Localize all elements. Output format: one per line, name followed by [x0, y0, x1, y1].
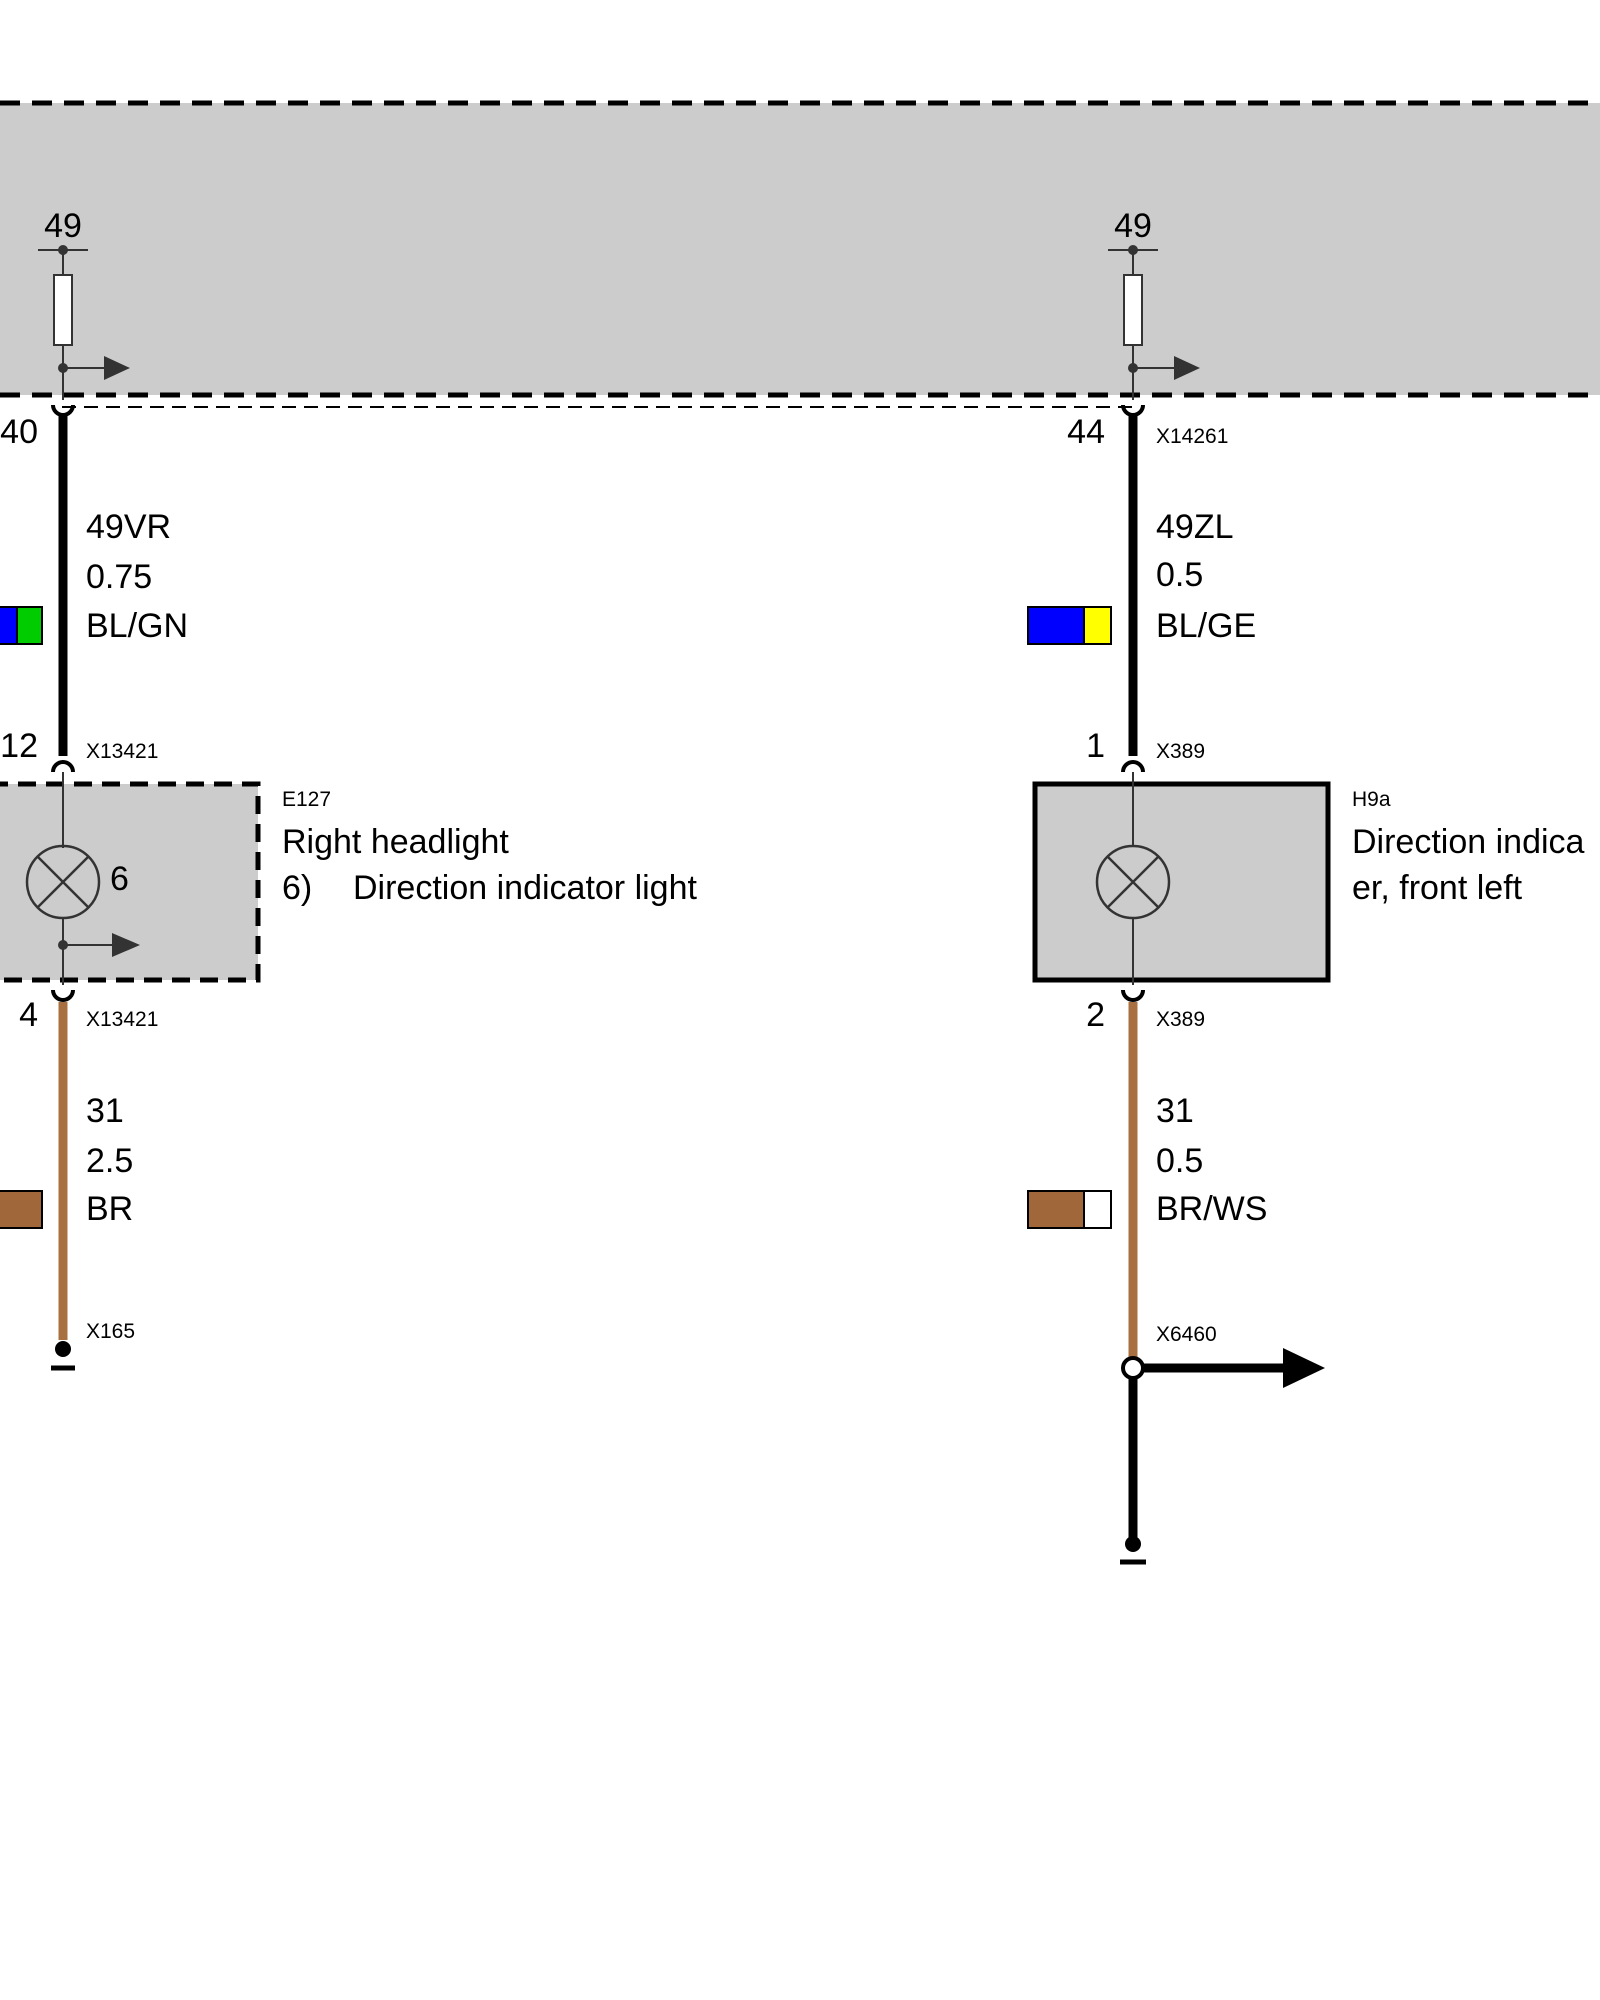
h9a-component-title-line1: Direction indica — [1352, 823, 1585, 861]
right-upper-wire-gauge: 0.5 — [1156, 556, 1203, 594]
left-ground-symbol — [51, 1341, 75, 1371]
right-upper-wire-color-swatch — [1027, 606, 1112, 645]
left-lamp-output-arrow — [112, 933, 140, 957]
left-top-connector-name: X13421 — [86, 740, 158, 763]
left-bottom-connector-name: X13421 — [86, 1008, 158, 1031]
right-module-connector-name: X14261 — [1156, 425, 1228, 448]
left-upper-wire-gauge: 0.75 — [86, 558, 152, 596]
right-lower-wire-gauge: 0.5 — [1156, 1142, 1203, 1180]
right-module-pin-label: 44 — [1067, 413, 1105, 451]
left-lower-wire-color-code: BR — [86, 1190, 133, 1228]
right-lower-wire-signal: 31 — [1156, 1092, 1194, 1130]
left-lower-wire-gauge: 2.5 — [86, 1142, 133, 1180]
left-upper-wire-color-code: BL/GN — [86, 607, 188, 645]
e127-item-name: Direction indicator light — [353, 869, 697, 907]
left-fuse — [38, 245, 130, 400]
right-top-connector-pin: 1 — [1086, 727, 1105, 765]
right-fuse-terminal-label: 49 — [1114, 207, 1152, 245]
right-bottom-connector-pin: 2 — [1086, 996, 1105, 1034]
right-splice-name: X6460 — [1156, 1323, 1217, 1346]
e127-component-box — [0, 781, 261, 983]
e127-item-number: 6) — [282, 869, 312, 907]
e127-component-title: Right headlight — [282, 823, 509, 861]
left-upper-wire-signal: 49VR — [86, 508, 171, 546]
left-lamp-label: 6 — [110, 860, 129, 898]
left-bottom-connector-symbol — [51, 989, 75, 1002]
right-lower-wire-color-swatch — [1027, 1190, 1112, 1229]
left-top-connector-symbol — [51, 760, 75, 773]
left-lower-wire-color-swatch — [0, 1190, 43, 1229]
right-splice-arrow-head — [1283, 1348, 1325, 1388]
right-top-connector-symbol — [1121, 760, 1145, 773]
e127-component-id: E127 — [282, 788, 331, 811]
right-bottom-connector-name: X389 — [1156, 1008, 1205, 1031]
right-fuse — [1108, 245, 1200, 400]
h9a-component-title-line2: er, front left — [1352, 869, 1523, 907]
left-bottom-connector-pin: 4 — [19, 996, 38, 1034]
control-module-box — [0, 103, 1600, 395]
left-module-pin-label: 40 — [0, 413, 38, 451]
right-upper-wire-color-code: BL/GE — [1156, 607, 1256, 645]
left-fuse-terminal-label: 49 — [44, 207, 82, 245]
h9a-component-box — [1032, 781, 1331, 983]
right-lower-wire-color-code: BR/WS — [1156, 1190, 1267, 1228]
right-top-connector-name: X389 — [1156, 740, 1205, 763]
left-top-connector-pin: 12 — [0, 727, 38, 765]
h9a-component-id: H9a — [1352, 788, 1391, 811]
left-upper-wire-color-swatch — [0, 606, 43, 645]
right-splice-node — [1121, 1356, 1145, 1380]
right-upper-wire-signal: 49ZL — [1156, 508, 1234, 546]
right-bottom-connector-symbol — [1121, 989, 1145, 1002]
left-lower-wire-signal: 31 — [86, 1092, 124, 1130]
right-ground-symbol — [1120, 1536, 1146, 1565]
left-ground-name: X165 — [86, 1320, 135, 1343]
